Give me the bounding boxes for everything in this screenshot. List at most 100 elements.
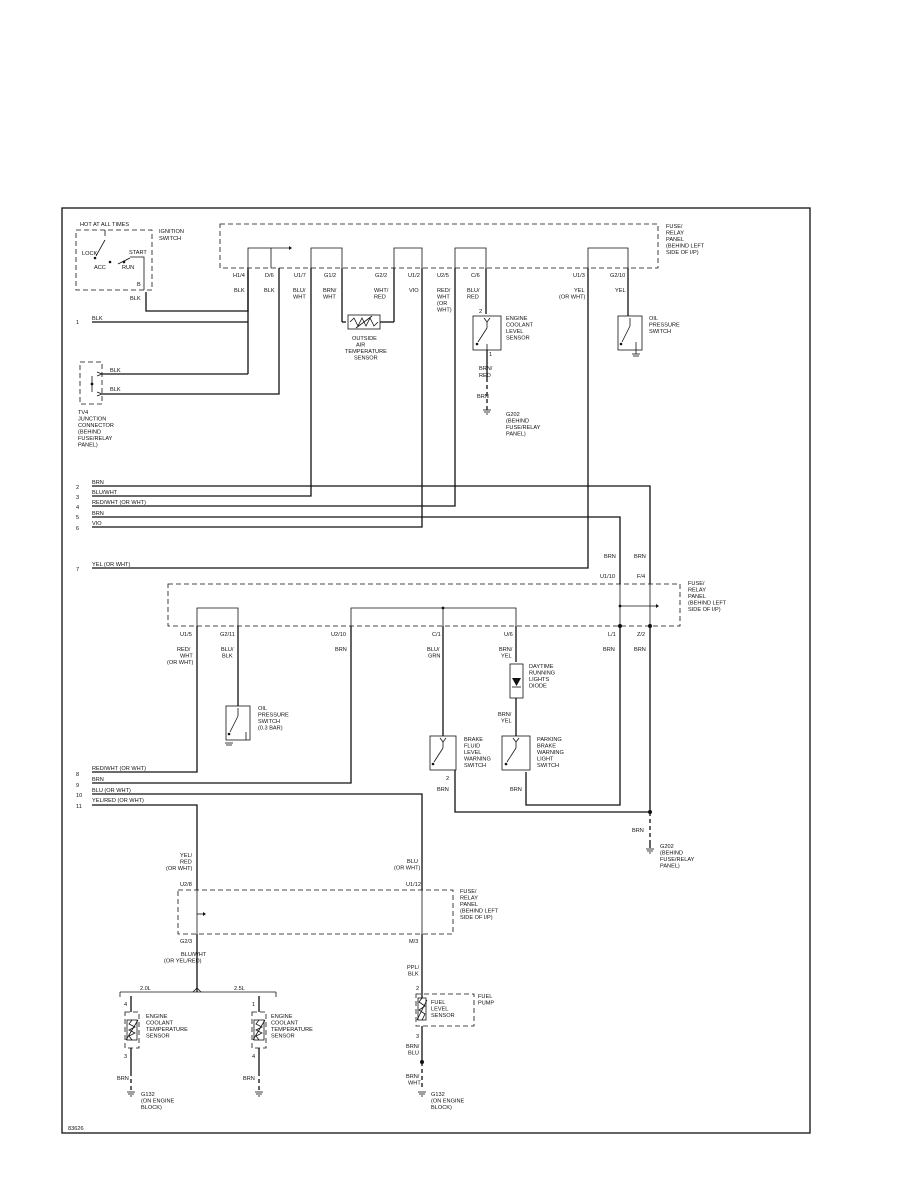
- svg-text:U2/10: U2/10: [331, 632, 346, 638]
- coolant-temp-label-left: ENGINE COOLANT TEMPERATURE SENSOR: [146, 1014, 189, 1040]
- fuse-top-wire: BRN/WHT: [323, 288, 337, 301]
- variant-2-0l: 2.0L: [140, 986, 151, 992]
- connector-pin-list-top: 1 BLK 2 BRN 3 BLU/WHT 4 RED/WHT (OR WHT)…: [76, 316, 146, 573]
- svg-text:BRN: BRN: [92, 777, 104, 783]
- fuse-low-title: FUSE/ RELAY PANEL (BEHIND LEFT SIDE OF I…: [460, 889, 500, 921]
- svg-text:BRN/WHT: BRN/WHT: [406, 1074, 421, 1087]
- svg-text:BRN: BRN: [92, 480, 104, 486]
- svg-text:11: 11: [76, 804, 82, 810]
- ignition-pos-run: RUN: [122, 265, 134, 271]
- fuse-top-pin: D/6: [265, 273, 274, 279]
- svg-text:BRN: BRN: [634, 554, 646, 560]
- svg-text:BLK: BLK: [92, 316, 103, 322]
- svg-text:BLU/GRN: BLU/GRN: [427, 647, 440, 660]
- svg-text:RED/WHT (OR WHT): RED/WHT (OR WHT): [92, 766, 146, 772]
- svg-text:U1/12: U1/12: [406, 882, 421, 888]
- fuse-top-wire: YEL(OR WHT): [559, 288, 586, 301]
- svg-text:BRN: BRN: [437, 787, 449, 793]
- svg-text:BRN/BLU: BRN/BLU: [406, 1044, 420, 1057]
- svg-text:2: 2: [479, 309, 482, 315]
- fuse-top-wire: BLU/RED: [467, 288, 480, 301]
- variant-2-5l: 2.5L: [234, 986, 245, 992]
- fuse-relay-panel-low: FUSE/ RELAY PANEL (BEHIND LEFT SIDE OF I…: [164, 853, 500, 978]
- junction-label: TV4 JUNCTION CONNECTOR (BEHIND FUSE/RELA…: [78, 410, 116, 449]
- g202-ground-label: G202 (BEHIND FUSE/RELAY PANEL): [506, 412, 542, 438]
- ignition-pos-acc: ACC: [94, 265, 106, 271]
- engine-coolant-temp-sensor-2-0l: 4 3 ENGINE COOLANT TEMPERATURE SENSOR BR…: [117, 1002, 189, 1111]
- fuse-top-pin: H1/4: [233, 273, 245, 279]
- svg-text:U1/10: U1/10: [600, 574, 615, 580]
- fuse-top-wire: BLK: [264, 288, 275, 294]
- fuse-top-wire: YEL: [615, 288, 626, 294]
- fuse-top-wire: BLK: [234, 288, 245, 294]
- svg-text:BRN/YEL: BRN/YEL: [499, 647, 513, 660]
- outside-air-label: OUTSIDE AIR TEMPERATURE SENSOR: [345, 336, 388, 362]
- svg-text:YEL/RED (OR WHT): YEL/RED (OR WHT): [92, 798, 144, 804]
- svg-text:1: 1: [489, 352, 492, 358]
- svg-text:BRN: BRN: [632, 828, 644, 834]
- svg-text:RED/WHT(OR WHT): RED/WHT(OR WHT): [167, 647, 194, 666]
- svg-text:BRN: BRN: [477, 394, 489, 400]
- oil-pressure-mid-label: OIL PRESSURE SWITCH (0.3 BAR): [258, 706, 290, 732]
- svg-text:YEL/RED(OR WHT): YEL/RED(OR WHT): [166, 853, 193, 872]
- engine-variant-split: 2.0L 2.5L: [119, 986, 277, 1012]
- hot-at-all-times-label: HOT AT ALL TIMES: [80, 222, 129, 228]
- ignition-wire-blk: BLK: [130, 296, 141, 302]
- svg-text:G2/11: G2/11: [220, 632, 235, 638]
- svg-text:9: 9: [76, 783, 79, 789]
- drl-diode-label: DAYTIME RUNNING LIGHTS DIODE: [529, 664, 557, 690]
- svg-text:M/3: M/3: [409, 939, 418, 945]
- svg-text:3: 3: [124, 1054, 127, 1060]
- fuse-top-pin: G1/2: [324, 273, 336, 279]
- svg-text:3: 3: [416, 1034, 419, 1040]
- fuse-top-wire: WHT/RED: [374, 288, 389, 301]
- fuse-relay-panel-mid: FUSE/ RELAY PANEL (BEHIND LEFT SIDE OF I…: [167, 554, 727, 666]
- ground-g202-mid: BRN G202 (BEHIND FUSE/RELAY PANEL): [632, 810, 696, 870]
- g132-label-left: G132 (ON ENGINE BLOCK): [141, 1092, 176, 1111]
- svg-text:1: 1: [252, 1002, 255, 1008]
- outside-air-temp-sensor: OUTSIDE AIR TEMPERATURE SENSOR: [342, 314, 394, 362]
- svg-text:L/1: L/1: [608, 632, 616, 638]
- fuse-top-pin: G2/2: [375, 273, 387, 279]
- svg-text:10: 10: [76, 793, 82, 799]
- fuse-relay-panel-top: FUSE/ RELAY PANEL (BEHIND LEFT SIDE OF I…: [219, 223, 705, 314]
- svg-text:BRN/: BRN/: [479, 366, 493, 372]
- svg-text:RED/WHT (OR WHT): RED/WHT (OR WHT): [92, 500, 146, 506]
- fuse-top-pin: G2/10: [610, 273, 625, 279]
- parking-brake-label: PARKING BRAKE WARNING LIGHT SWITCH: [537, 737, 565, 769]
- engine-coolant-temp-sensor-2-5l: 1 4 ENGINE COOLANT TEMPERATURE SENSOR BR…: [243, 1002, 314, 1097]
- coolant-level-label: ENGINE COOLANT LEVEL SENSOR: [506, 316, 535, 342]
- svg-text:3: 3: [76, 495, 79, 501]
- svg-text:BRN: BRN: [92, 511, 104, 517]
- svg-text:VIO: VIO: [92, 521, 102, 527]
- svg-text:BRN: BRN: [117, 1076, 129, 1082]
- svg-text:4: 4: [124, 1002, 127, 1008]
- fuse-top-wire: VIO: [409, 288, 419, 294]
- fuse-top-pin: C/6: [471, 273, 480, 279]
- svg-text:Z/2: Z/2: [637, 632, 645, 638]
- junction-wire-a: BLK: [110, 368, 121, 374]
- junction-wire-b: BLK: [110, 387, 121, 393]
- ignition-pos-lock: LOCK: [82, 251, 98, 257]
- svg-text:BRN: BRN: [603, 647, 615, 653]
- svg-text:C/1: C/1: [432, 632, 441, 638]
- svg-text:BRN: BRN: [243, 1076, 255, 1082]
- fuse-top-pin: U1/2: [408, 273, 420, 279]
- svg-text:BRN: BRN: [335, 647, 347, 653]
- svg-text:BLU/WHT(OR YEL/RED): BLU/WHT(OR YEL/RED): [164, 952, 207, 965]
- svg-text:RED: RED: [479, 373, 491, 379]
- diagram-frame: [61, 207, 811, 1134]
- svg-text:F/4: F/4: [637, 574, 645, 580]
- g202-mid-label: G202 (BEHIND FUSE/RELAY PANEL): [660, 844, 696, 870]
- svg-text:YEL (OR WHT): YEL (OR WHT): [92, 562, 130, 568]
- coolant-temp-label-right: ENGINE COOLANT TEMPERATURE SENSOR: [271, 1014, 314, 1040]
- svg-text:BRN: BRN: [634, 647, 646, 653]
- svg-text:BRN: BRN: [604, 554, 616, 560]
- svg-text:BLU(OR WHT): BLU(OR WHT): [394, 859, 421, 872]
- svg-text:BRN/YEL: BRN/YEL: [498, 712, 512, 725]
- fuel-pump-level-sensor: FUEL PUMP FUEL LEVEL SENSOR 2 3 BRN/BLU …: [406, 986, 494, 1111]
- svg-text:G2/3: G2/3: [180, 939, 192, 945]
